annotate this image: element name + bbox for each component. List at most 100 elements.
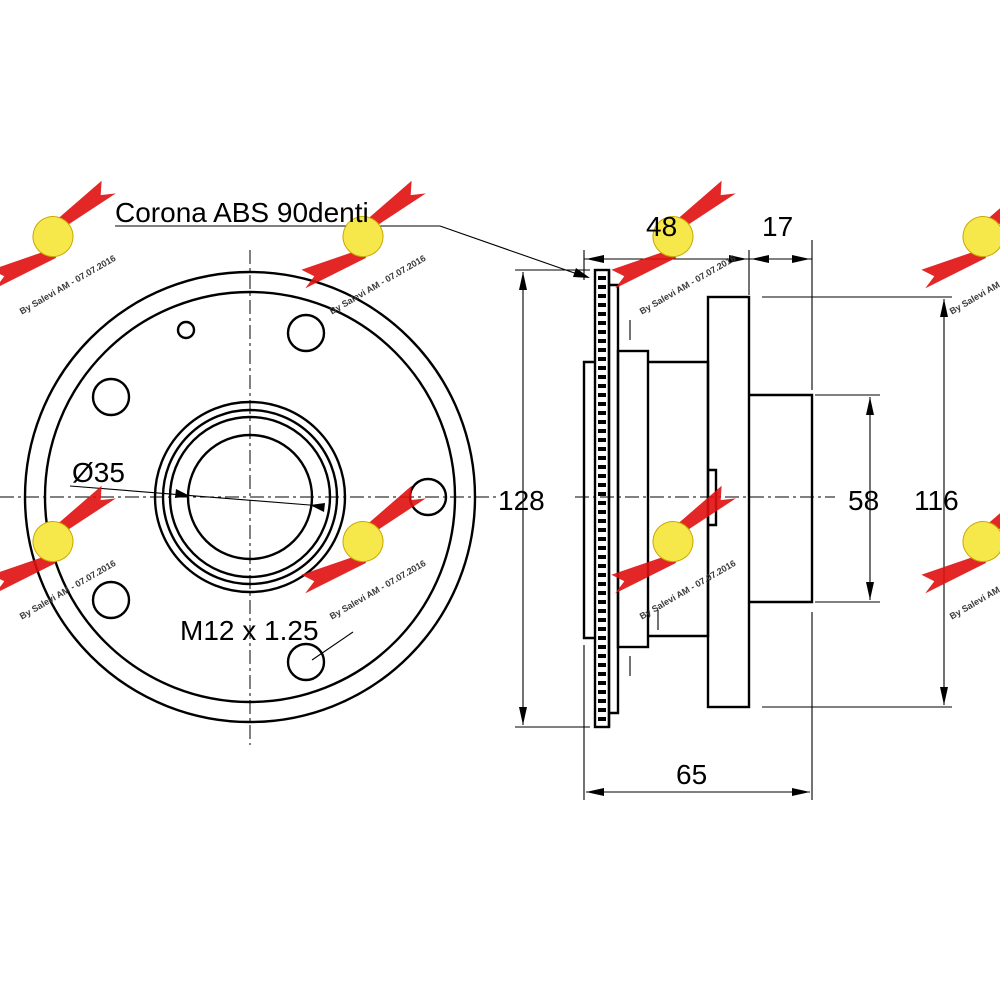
watermark-wing-right xyxy=(673,485,736,536)
watermark-disc xyxy=(962,216,1000,258)
watermark-disc xyxy=(32,521,74,563)
abs-tooth xyxy=(598,519,606,523)
abs-tooth xyxy=(598,366,606,370)
abs-ring-outer-circle xyxy=(23,270,477,724)
dim-128-arrow-bottom xyxy=(519,707,527,725)
dim-48-label: 48 xyxy=(646,211,677,242)
abs-tooth xyxy=(598,654,606,658)
watermark-disc xyxy=(652,521,694,563)
abs-tooth xyxy=(598,285,606,289)
abs-tooth xyxy=(598,276,606,280)
watermark-disc xyxy=(962,521,1000,563)
dim-48-arrow-right xyxy=(729,255,747,263)
abs-tooth xyxy=(598,546,606,550)
watermark-disc xyxy=(342,521,384,563)
thread-leader xyxy=(311,631,354,661)
abs-tooth xyxy=(598,708,606,712)
bolt-hole-bottom-left xyxy=(91,580,131,620)
abs-tooth xyxy=(598,375,606,379)
hub-collar-inner-circle xyxy=(161,408,339,586)
watermark-logo: By Salevi AM - 07.07.2016 xyxy=(921,180,1000,316)
bearing-inner-ring xyxy=(616,349,650,649)
watermark-wing-right xyxy=(983,485,1000,536)
abs-tooth xyxy=(598,384,606,388)
flange-outer-circle xyxy=(43,290,457,704)
watermark-wing-right xyxy=(53,485,116,536)
small-pilot-hole xyxy=(176,320,196,340)
abs-tooth-ring xyxy=(593,268,611,729)
bolt-hole-top-left xyxy=(91,377,131,417)
inner-spigot xyxy=(582,360,595,640)
abs-tooth xyxy=(598,420,606,424)
flange-plate xyxy=(609,283,620,715)
abs-tooth xyxy=(598,699,606,703)
hub-collar-circle xyxy=(153,400,347,594)
dim-65-label: 65 xyxy=(676,759,707,790)
dimension-lines xyxy=(515,240,952,800)
watermark-wing-right xyxy=(363,180,426,231)
abs-tooth xyxy=(598,690,606,694)
abs-ring-label: Corona ABS 90denti xyxy=(115,197,369,228)
watermark-wing-right xyxy=(53,180,116,231)
abs-tooth xyxy=(598,501,606,505)
wheel-pilot xyxy=(749,393,814,604)
dim-17-arrow-left xyxy=(751,255,769,263)
watermark-logo: By Salevi AM - 07.07.2016 xyxy=(0,485,117,621)
dim-48-arrow-left xyxy=(586,255,604,263)
abs-tooth xyxy=(598,339,606,343)
watermark-logo: By Salevi AM - 07.07.2016 xyxy=(611,180,737,316)
bore-arrow-right xyxy=(310,503,325,512)
abs-tooth xyxy=(598,609,606,613)
abs-tooth xyxy=(598,582,606,586)
dim-128-arrow-top xyxy=(519,272,527,290)
watermark-wing-right xyxy=(983,180,1000,231)
abs-tooth xyxy=(598,636,606,640)
watermark-logo: By Salevi AM - 07.07.2016 xyxy=(611,485,737,621)
abs-tooth xyxy=(598,411,606,415)
abs-tooth xyxy=(598,672,606,676)
abs-tooth xyxy=(598,717,606,721)
abs-tooth xyxy=(598,474,606,478)
abs-tooth xyxy=(598,573,606,577)
side-view xyxy=(115,225,835,729)
watermark-wing-left xyxy=(921,554,987,594)
dim-65-arrow-right xyxy=(792,788,810,796)
watermark-wing-left xyxy=(921,249,987,289)
watermark-wing-left xyxy=(0,249,57,289)
dim-116-arrow-top xyxy=(940,299,948,317)
dim-128-label: 128 xyxy=(498,485,545,516)
abs-tooth xyxy=(598,321,606,325)
watermark-disc xyxy=(342,216,384,258)
bolt-hole-bottom-right xyxy=(286,642,326,682)
watermark-wing-right xyxy=(673,180,736,231)
abs-tooth xyxy=(598,438,606,442)
watermark-wing-left xyxy=(611,554,677,594)
bore-arrow-left xyxy=(175,489,190,498)
hub-seat-circle xyxy=(168,415,332,579)
dim-116-arrow-bottom xyxy=(940,687,948,705)
abs-tooth xyxy=(598,528,606,532)
abs-tooth xyxy=(598,393,606,397)
abs-tooth xyxy=(598,456,606,460)
abs-tooth xyxy=(598,681,606,685)
bore-diameter-label: Ø35 xyxy=(72,457,125,488)
abs-tooth xyxy=(598,429,606,433)
abs-tooth xyxy=(598,564,606,568)
abs-tooth xyxy=(598,492,606,496)
abs-tooth xyxy=(598,645,606,649)
abs-tooth xyxy=(598,510,606,514)
abs-tooth xyxy=(598,555,606,559)
abs-tooth xyxy=(598,537,606,541)
watermark-wing-left xyxy=(301,554,367,594)
abs-tooth xyxy=(598,402,606,406)
abs-tooth xyxy=(598,294,606,298)
dim-58-arrow-bottom xyxy=(866,582,874,600)
watermark-disc xyxy=(652,216,694,258)
bore-diameter-leader xyxy=(69,485,323,507)
bolt-hole-top-right xyxy=(286,313,326,353)
watermarks: By Salevi AM - 07.07.2016 By Salevi AM - … xyxy=(0,180,1000,621)
abs-tooth xyxy=(598,330,606,334)
abs-tooth xyxy=(598,357,606,361)
abs-tooth xyxy=(598,348,606,352)
